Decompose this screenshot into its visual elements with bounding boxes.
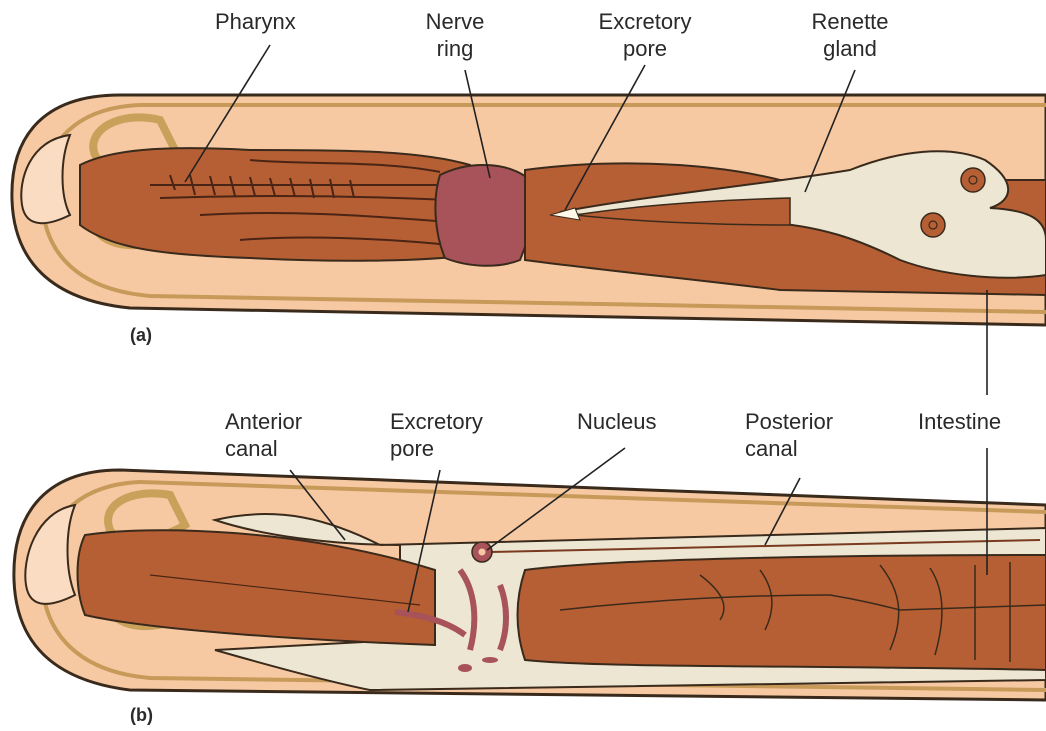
label-excretory-pore-b-line2: pore [390,435,483,462]
label-pharynx: Pharynx [215,8,296,35]
label-renette-gland-line1: Renette [790,8,910,35]
panel-tag-a: (a) [130,325,152,346]
label-excretory-pore-b-line1: Excretory [390,408,483,435]
label-renette-gland-line2: gland [790,35,910,62]
label-excretory-pore-a-line1: Excretory [570,8,720,35]
label-nerve-ring-line2: ring [410,35,500,62]
label-excretory-pore-a-line2: pore [570,35,720,62]
gland-nucleus-a2 [921,213,945,237]
label-renette-gland: Renette gland [790,8,910,62]
label-intestine: Intestine [918,408,1001,435]
canal-bit-b1 [458,664,472,672]
label-anterior-canal: Anterior canal [225,408,302,462]
canal-bit-b2 [482,657,498,663]
label-posterior-canal-line1: Posterior [745,408,833,435]
label-nucleus: Nucleus [577,408,656,435]
label-posterior-canal-line2: canal [745,435,833,462]
gland-nucleus-a1 [961,168,985,192]
canal-nucleus-b-core [479,549,486,556]
pharynx-tissue-a [80,148,470,261]
label-excretory-pore-a: Excretory pore [570,8,720,62]
label-excretory-pore-b: Excretory pore [390,408,483,462]
label-posterior-canal: Posterior canal [745,408,833,462]
label-nerve-ring-line1: Nerve [410,8,500,35]
intestine-block-b [518,555,1046,670]
label-anterior-canal-line1: Anterior [225,408,302,435]
panel-b-worm [14,470,1046,700]
label-nerve-ring: Nerve ring [410,8,500,62]
panel-a-worm [12,95,1046,325]
panel-tag-b: (b) [130,705,153,726]
nerve-ring-a [435,165,534,266]
label-anterior-canal-line2: canal [225,435,302,462]
